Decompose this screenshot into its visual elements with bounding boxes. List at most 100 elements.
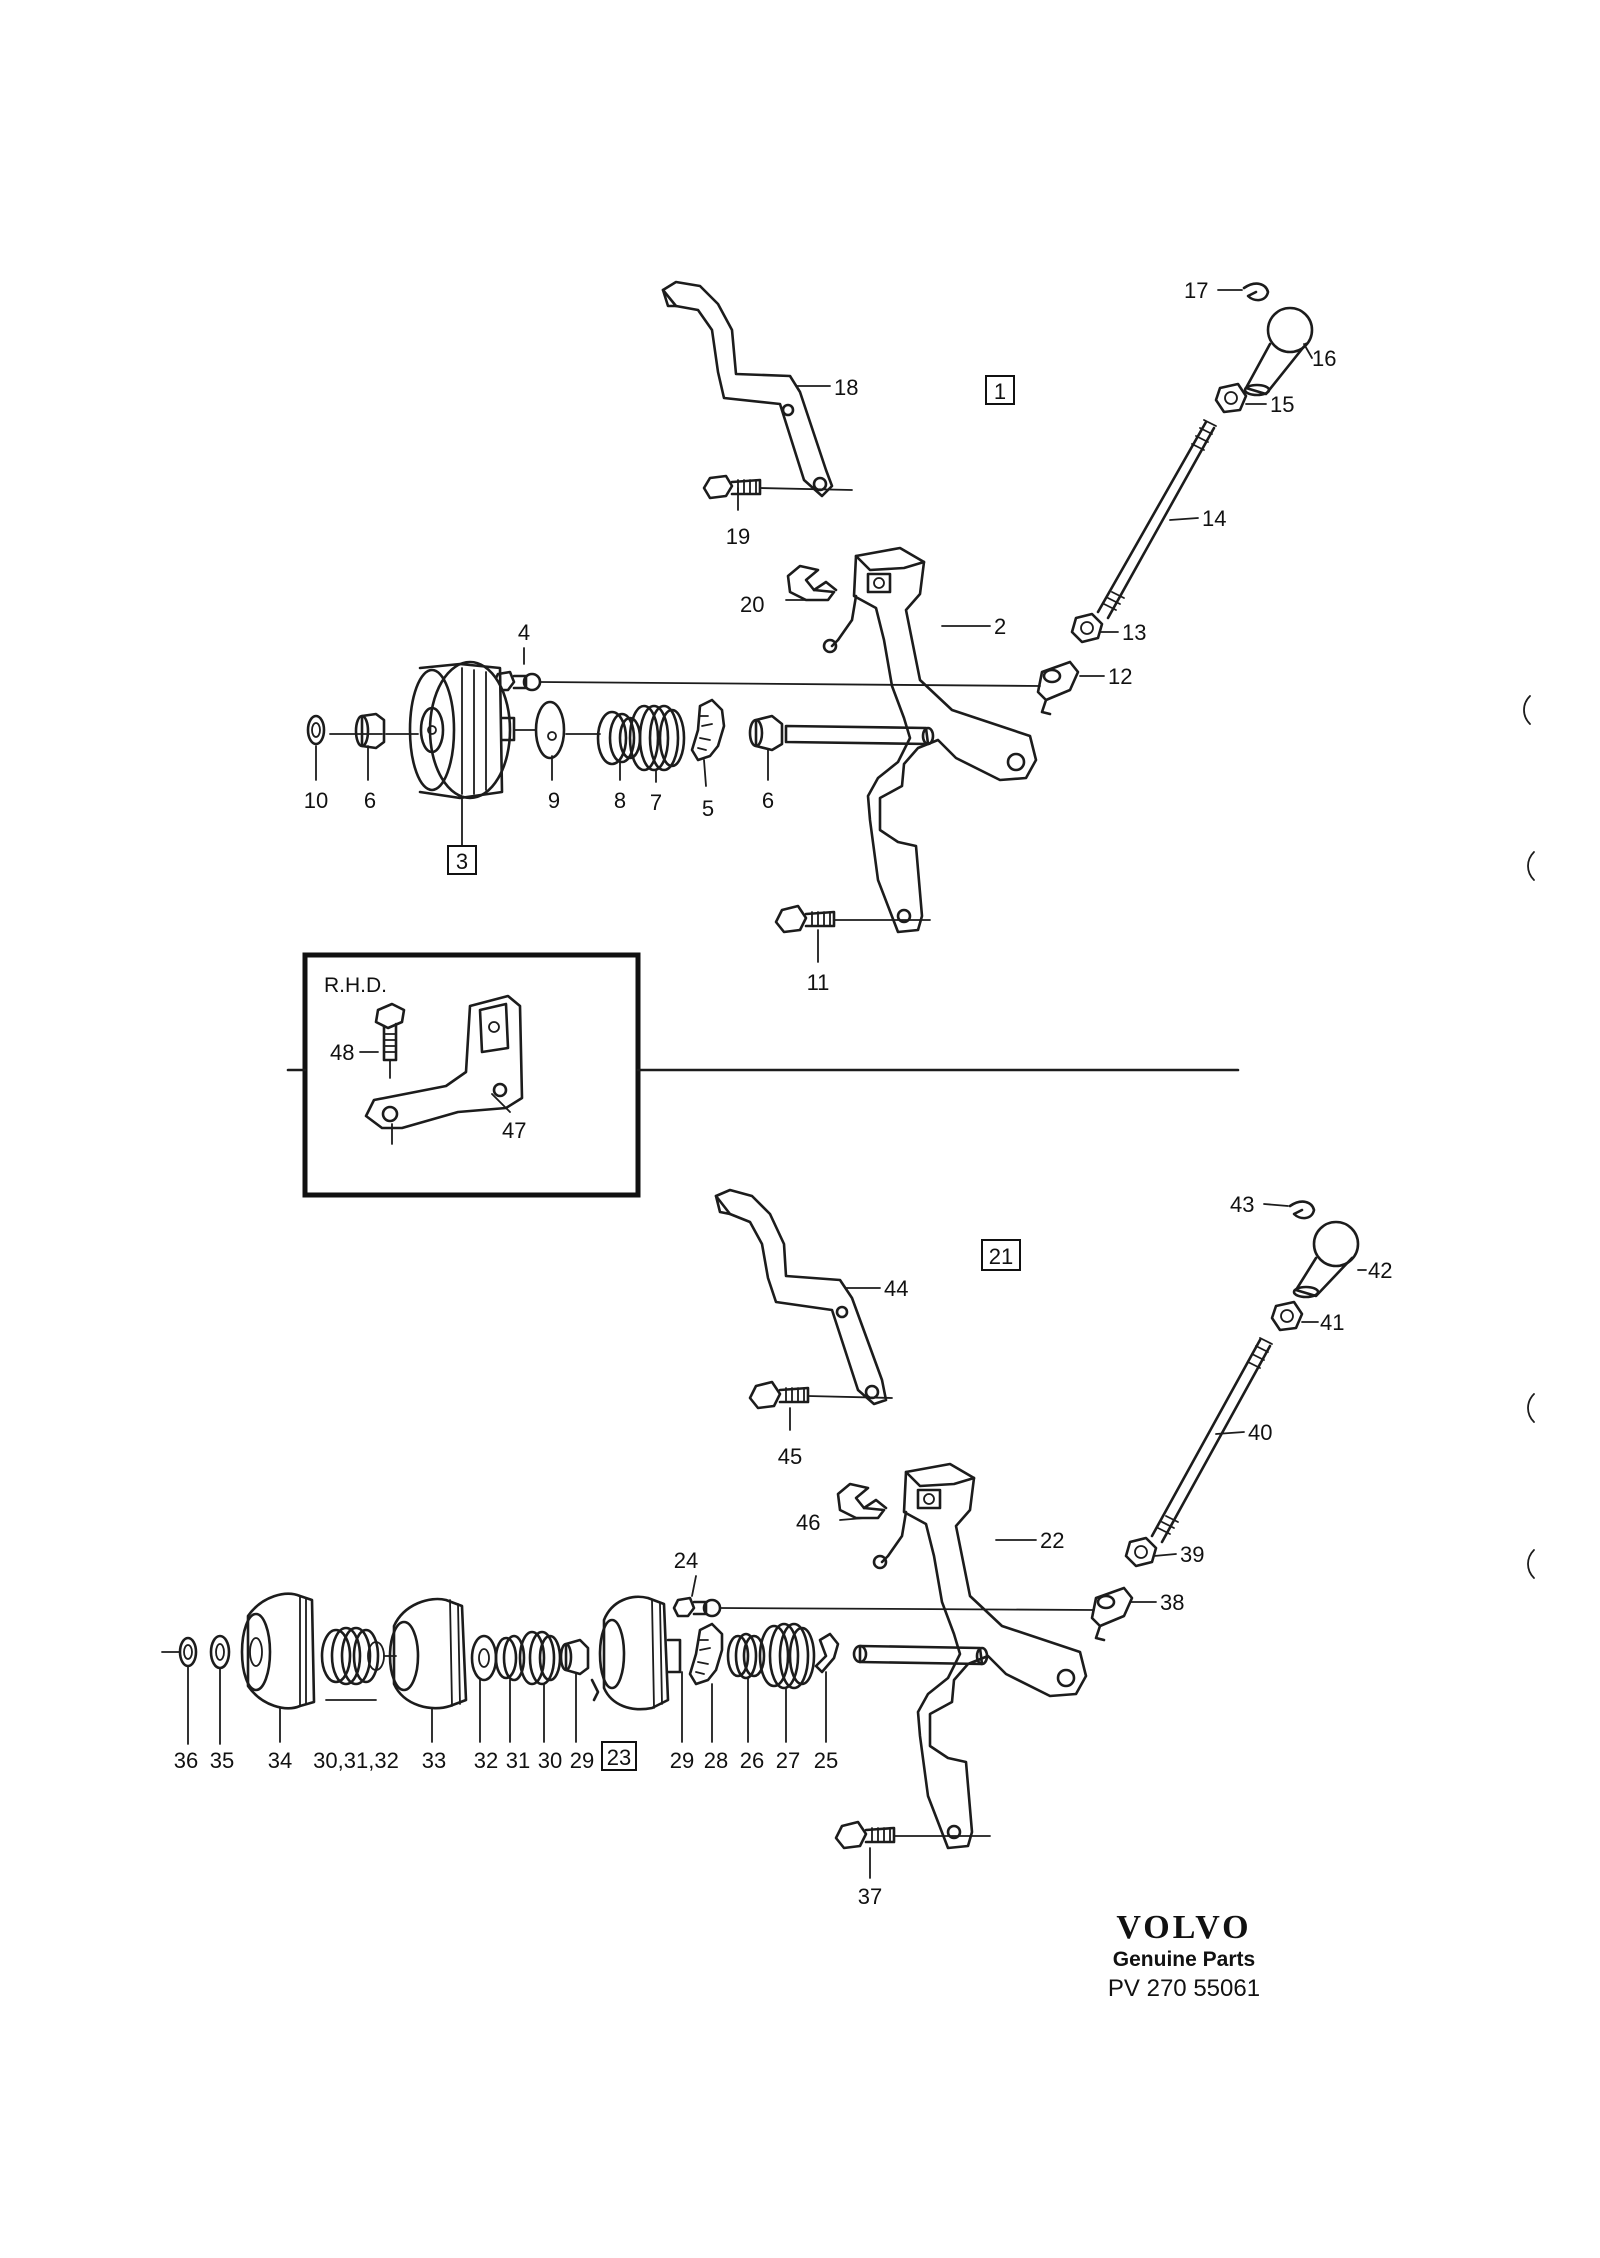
label-35: 35 — [210, 1748, 234, 1773]
threaded-rod-part-14 — [1096, 419, 1217, 620]
label-46: 46 — [796, 1510, 820, 1535]
label-11: 11 — [807, 970, 830, 995]
spring-part-27 — [758, 1622, 816, 1690]
label-25: 25 — [814, 1748, 838, 1773]
volvo-footer: VOLVO Genuine Parts PV 270 55061 — [1108, 1909, 1260, 2002]
label-32: 32 — [474, 1748, 498, 1773]
knob-part-42 — [1292, 1220, 1360, 1299]
label-31: 31 — [506, 1748, 530, 1773]
svg-text:1: 1 — [994, 379, 1006, 404]
nut-part-41 — [1270, 1300, 1304, 1332]
label-37: 37 — [858, 1884, 882, 1909]
volvo-logo: VOLVO — [1116, 1909, 1251, 1946]
label-16: 16 — [1312, 346, 1336, 371]
label-39: 39 — [1180, 1542, 1204, 1567]
toothed-plate-part-28 — [688, 1622, 724, 1686]
bolt-part-37 — [834, 1820, 896, 1850]
label-2: 2 — [994, 614, 1006, 639]
label-44: 44 — [884, 1276, 908, 1301]
part-code: PV 270 55061 — [1108, 1975, 1260, 2002]
drum-part-33 — [388, 1597, 468, 1710]
clip-part-17 — [1242, 282, 1270, 302]
label-6a: 6 — [364, 788, 376, 813]
bolt-part-19 — [702, 474, 762, 500]
label-18: 18 — [834, 375, 858, 400]
bushing-part-6-left — [354, 712, 386, 750]
svg-text:3: 3 — [456, 849, 468, 874]
label-28: 28 — [704, 1748, 728, 1773]
drum-part-34 — [240, 1592, 316, 1710]
label-42: 42 — [1368, 1258, 1392, 1283]
label-12: 12 — [1108, 664, 1132, 689]
label-30: 30 — [538, 1748, 562, 1773]
group-box-1: 1 — [985, 375, 1015, 405]
label-29a: 29 — [570, 1748, 594, 1773]
pulley-part-3 — [408, 660, 516, 800]
svg-text:23: 23 — [607, 1745, 631, 1770]
label-20: 20 — [740, 592, 764, 617]
label-30-31-32: 30,31,32 — [313, 1748, 399, 1773]
washer-part-35 — [209, 1634, 231, 1670]
label-38: 38 — [1160, 1590, 1184, 1615]
group-box-21: 21 — [981, 1239, 1021, 1271]
nut-part-13 — [1070, 612, 1104, 644]
bolt-part-45 — [748, 1380, 810, 1410]
label-5: 5 — [702, 796, 714, 821]
bushing-part-6-right — [748, 714, 784, 752]
label-40: 40 — [1248, 1420, 1272, 1445]
ball-joint-part-12 — [1036, 660, 1080, 716]
spring-part-26 — [726, 1632, 766, 1680]
label-29b: 29 — [670, 1748, 694, 1773]
bracket-part-47 — [364, 994, 524, 1145]
bracket-part-44 — [714, 1188, 888, 1406]
label-33: 33 — [422, 1748, 446, 1773]
label-45: 45 — [778, 1444, 802, 1469]
label-6b: 6 — [762, 788, 774, 813]
group-box-23: 23 — [601, 1741, 637, 1771]
label-47: 47 — [502, 1118, 526, 1143]
washer-part-10 — [306, 714, 326, 746]
bolt-part-11 — [774, 904, 836, 934]
label-26: 26 — [740, 1748, 764, 1773]
label-27: 27 — [776, 1748, 800, 1773]
rhd-title: R.H.D. — [324, 974, 387, 997]
margin-marks — [1523, 695, 1535, 1579]
spring-part-30 — [518, 1630, 562, 1686]
label-41: 41 — [1320, 1310, 1344, 1335]
pin-part-4 — [492, 670, 1041, 692]
bolt-part-48 — [374, 1002, 406, 1079]
shaft-part-lower — [852, 1644, 989, 1666]
bracket-part-18 — [661, 280, 834, 498]
lever-bracket-part-2 — [822, 546, 1038, 934]
label-34: 34 — [268, 1748, 292, 1773]
label-15: 15 — [1270, 392, 1294, 417]
nut-part-15 — [1214, 382, 1248, 414]
label-48: 48 — [330, 1040, 354, 1065]
label-8: 8 — [614, 788, 626, 813]
leader-lines — [187, 289, 1367, 1879]
spring-part-7 — [628, 704, 686, 772]
group-box-3: 3 — [447, 845, 477, 875]
label-13: 13 — [1122, 620, 1146, 645]
label-22: 22 — [1040, 1528, 1064, 1553]
label-4: 4 — [518, 620, 530, 645]
spring-part-31 — [494, 1634, 526, 1682]
ball-joint-part-38 — [1090, 1586, 1134, 1642]
svg-text:21: 21 — [989, 1244, 1013, 1269]
nut-part-39 — [1124, 1536, 1158, 1568]
clip-part-46 — [836, 1482, 888, 1520]
pin-part-24 — [672, 1596, 1095, 1618]
knob-part-16 — [1243, 306, 1314, 397]
spring-set-part-30-31-32 — [320, 1626, 385, 1701]
label-24: 24 — [674, 1548, 698, 1573]
label-7: 7 — [650, 790, 662, 815]
clip-part-43 — [1288, 1200, 1316, 1220]
label-36: 36 — [174, 1748, 198, 1773]
washer-part-36 — [178, 1636, 198, 1668]
label-43: 43 — [1230, 1192, 1254, 1217]
label-10: 10 — [304, 788, 328, 813]
label-19: 19 — [726, 524, 750, 549]
actuator-housing-part-23 — [590, 1595, 682, 1711]
genuine-parts-text: Genuine Parts — [1113, 1948, 1255, 1971]
